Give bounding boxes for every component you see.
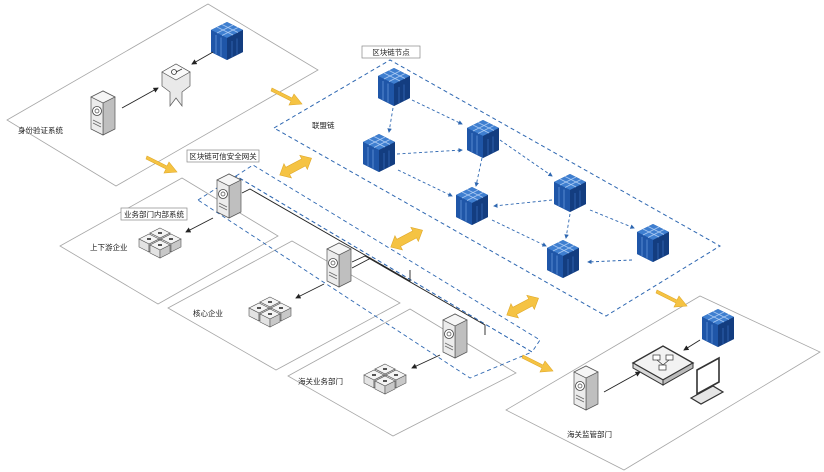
gateway-label-box bbox=[186, 149, 260, 163]
blockchain-node-icon bbox=[455, 186, 489, 226]
blockchain-node-icon bbox=[701, 308, 735, 348]
monitor-icon bbox=[689, 356, 725, 405]
upstream-label: 上下游企业 bbox=[90, 242, 128, 252]
consortium-chain-region bbox=[272, 59, 721, 317]
customs-server-icon bbox=[442, 313, 468, 359]
authentication-device-icon bbox=[161, 63, 191, 108]
supervision-server-icon bbox=[573, 365, 599, 411]
chain-links bbox=[387, 99, 635, 265]
blockchain-node-icon bbox=[362, 133, 396, 173]
enterprise-arrows bbox=[185, 217, 641, 393]
core-enterprise-label: 核心企业 bbox=[193, 308, 223, 318]
internal-system-label-box bbox=[120, 207, 188, 221]
supervision-arrow bbox=[683, 339, 701, 351]
network-device-icon bbox=[631, 345, 695, 386]
bidirectional-arrow-icon bbox=[275, 150, 316, 183]
blockchain-node-icon bbox=[546, 239, 580, 279]
core-server-icon bbox=[326, 242, 352, 288]
identity-system-label: 身份验证系统 bbox=[18, 125, 63, 135]
gateway-server-icon bbox=[216, 173, 242, 219]
identity-system-panel bbox=[6, 3, 319, 187]
server-links bbox=[241, 188, 486, 335]
flow-arrow-icon bbox=[655, 289, 688, 308]
blockchain-node-icon bbox=[553, 173, 587, 213]
identity-arrow-1 bbox=[121, 87, 159, 109]
flow-arrow-icon bbox=[521, 354, 554, 373]
identity-arrow-2 bbox=[191, 51, 214, 65]
gateway-label: 区块链可信安全网关 bbox=[189, 151, 257, 161]
blockchain-node-label-box bbox=[361, 45, 421, 59]
blockchain-node-icon bbox=[466, 119, 500, 159]
identity-server-icon bbox=[90, 90, 116, 136]
bidirectional-arrow-icon bbox=[502, 290, 543, 323]
blockchain-node-icon bbox=[210, 21, 244, 61]
flow-arrow-icon bbox=[270, 87, 303, 106]
blockchain-node-icon bbox=[377, 67, 411, 107]
consortium-chain-label: 联盟链 bbox=[312, 120, 335, 130]
internal-system-label: 业务部门内部系统 bbox=[124, 209, 184, 219]
gateway-region-outer bbox=[235, 164, 541, 353]
customs-supervision-label: 海关监管部门 bbox=[567, 429, 612, 439]
blockchain-node-label: 区块链节点 bbox=[372, 47, 410, 57]
customs-business-label: 海关业务部门 bbox=[298, 376, 343, 386]
bidirectional-arrow-icon bbox=[386, 222, 427, 255]
blockchain-node-icon bbox=[636, 223, 670, 263]
